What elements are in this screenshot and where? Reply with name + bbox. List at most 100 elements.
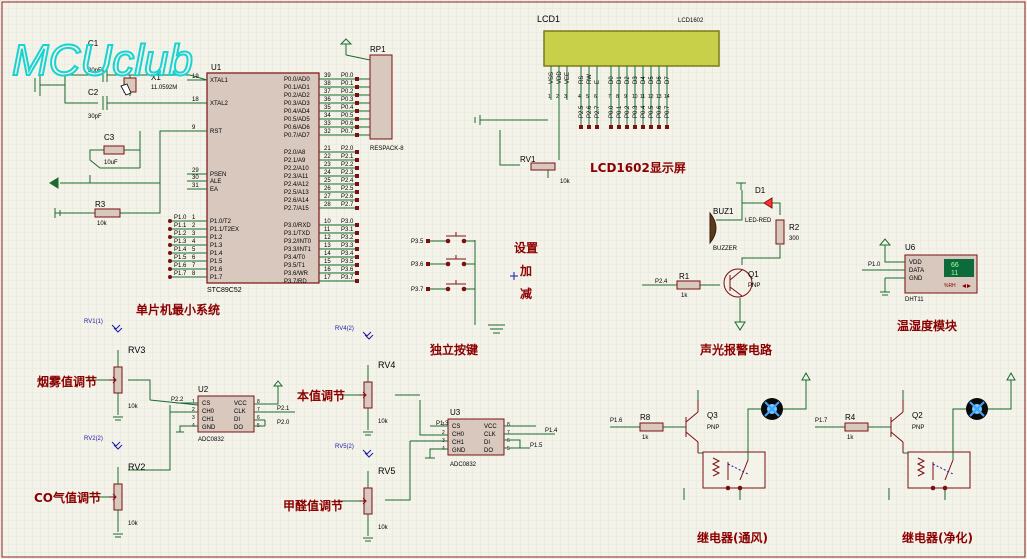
pot-ref: RV4 bbox=[378, 360, 395, 370]
adc-pin-name: CLK bbox=[484, 432, 496, 438]
lcd-pin-number: 10 bbox=[632, 94, 638, 100]
buz1-part: BUZZER bbox=[713, 246, 738, 252]
adc-pin-number: 6 bbox=[507, 438, 510, 444]
lcd-net-label: P0.0 bbox=[609, 105, 615, 118]
ground-symbol-icon bbox=[363, 431, 373, 436]
button-group[interactable]: P3.5P3.6P3.7 独立按键 设置 加 减 bbox=[411, 232, 538, 357]
button-net-label: P3.7 bbox=[411, 287, 424, 293]
lcd-screen[interactable] bbox=[543, 30, 720, 67]
q1-leads bbox=[729, 269, 743, 297]
mcu-left-net-label: P1.0 bbox=[174, 215, 187, 221]
dht11-rh-label: %RH bbox=[944, 283, 956, 289]
mcu-right-pin-name: P3.2/INT0 bbox=[284, 239, 312, 245]
lcd-pin-number: 3 bbox=[564, 94, 567, 100]
adc-pin-number: 2 bbox=[442, 430, 445, 436]
buzzer-icon bbox=[709, 211, 717, 245]
adc-pin-number: 3 bbox=[192, 415, 195, 421]
q1-ref: Q1 bbox=[748, 270, 759, 279]
mcu-right-net-label: P0.1 bbox=[341, 81, 354, 87]
adc-u2-net-do: P2.0 bbox=[277, 420, 290, 426]
mcu-left-pin-name: P1.6 bbox=[210, 267, 223, 273]
mcu-right-pin-number: 25 bbox=[324, 178, 331, 184]
pot-wiper-icon bbox=[109, 493, 117, 501]
mcu-body[interactable] bbox=[206, 72, 320, 284]
mcu-right-net-label: P2.6 bbox=[341, 194, 354, 200]
mcu-right-pin-number: 27 bbox=[324, 194, 331, 200]
c1-ref: C1 bbox=[88, 39, 99, 48]
pot-tag: RV2(2) bbox=[84, 436, 103, 442]
mcu-right-pin-number: 37 bbox=[324, 89, 331, 95]
net-terminal-square bbox=[355, 158, 359, 162]
ground-symbol-icon bbox=[363, 537, 373, 542]
net-terminal-square bbox=[355, 182, 359, 186]
net-terminal-square bbox=[355, 279, 359, 283]
lcd-part: LCD1602 bbox=[678, 18, 704, 24]
lcd-pin-number: 2 bbox=[556, 94, 559, 100]
net-terminal-square bbox=[355, 125, 359, 129]
net-terminal-square bbox=[426, 287, 430, 291]
reset-wires bbox=[55, 130, 207, 214]
net-terminal-square bbox=[579, 125, 583, 129]
push-button[interactable]: P3.6 bbox=[411, 255, 475, 268]
mcu-right-pin-name: P2.2/A10 bbox=[284, 166, 309, 172]
dht11-adjust-arrows-icon bbox=[962, 284, 971, 288]
adc-u2-body bbox=[197, 395, 255, 433]
minus-label: 减 bbox=[520, 286, 532, 301]
mcu-right-pin-name: P3.6/WR bbox=[284, 271, 309, 277]
alarm-circuit[interactable]: D1 LED-RED BUZ1 BUZZER R2 300 R1 1k Q1 P… bbox=[642, 182, 800, 357]
net-terminal-square bbox=[587, 125, 591, 129]
adc-pin-name: VCC bbox=[234, 401, 247, 407]
mcu-right-pin-name: P0.7/AD7 bbox=[284, 133, 310, 139]
button-contact bbox=[461, 261, 467, 267]
net-terminal-dot bbox=[168, 219, 172, 223]
net-terminal-square bbox=[625, 125, 629, 129]
power-probe-icon bbox=[111, 324, 123, 333]
dht11-part: DHT11 bbox=[905, 297, 924, 303]
push-button[interactable]: P3.7 bbox=[411, 280, 475, 293]
net-terminal-square bbox=[665, 125, 669, 129]
mcu-right-pin-number: 33 bbox=[324, 121, 331, 127]
mcu-right-pin-name: P3.4/T0 bbox=[284, 255, 306, 261]
mcu-left-pin-number: 8 bbox=[192, 271, 196, 277]
mcu-right-pin-name: P2.1/A9 bbox=[284, 158, 306, 164]
relay-transistor-ref: Q3 bbox=[707, 411, 718, 420]
dht11-module[interactable]: 66 11 %RH U6 DHT11 VDD DATA GND P1.0 温湿度… bbox=[862, 238, 978, 333]
adc-pin-name: CH0 bbox=[202, 409, 215, 415]
push-button[interactable]: P3.5 bbox=[411, 232, 475, 245]
reset-circuit[interactable] bbox=[49, 130, 207, 218]
adc-u3-body bbox=[447, 418, 505, 456]
adc-pin-name: CS bbox=[202, 401, 210, 407]
mcu-block[interactable]: U1 STC89C52 19XTAL118XTAL29RST29PSEN30AL… bbox=[136, 63, 370, 317]
lcd-net-label: P0.5 bbox=[649, 105, 655, 118]
plus-label: 加 bbox=[519, 263, 532, 278]
mcu-right-pin-number: 39 bbox=[324, 73, 331, 79]
dht11-caption: 温湿度模块 bbox=[897, 318, 958, 333]
mcu-right-net-label: P0.4 bbox=[341, 105, 354, 111]
relay-coil-icon bbox=[711, 457, 749, 481]
r3-body bbox=[94, 208, 121, 218]
power-probe-icon bbox=[362, 331, 374, 340]
button-net-label: P3.5 bbox=[411, 239, 424, 245]
rv1-ref: RV1 bbox=[520, 155, 536, 164]
lcd-module[interactable]: LCD1 LCD1602 VSS1VDD2VEE3RS4RW5E6D07D18D… bbox=[474, 14, 720, 185]
rp1-part: RESPACK-8 bbox=[370, 146, 404, 152]
net-terminal-dot bbox=[168, 235, 172, 239]
c3-value: 10uF bbox=[104, 160, 118, 166]
mcu-left-pin-name: P1.5 bbox=[210, 259, 223, 265]
ground-symbol-icon bbox=[54, 208, 61, 218]
power-probe-icon bbox=[111, 441, 123, 450]
transistor-icon bbox=[685, 400, 699, 453]
respack-rp1[interactable]: RP1 RESPACK-8 bbox=[339, 38, 404, 152]
mcu-right-pin-number: 26 bbox=[324, 186, 331, 192]
